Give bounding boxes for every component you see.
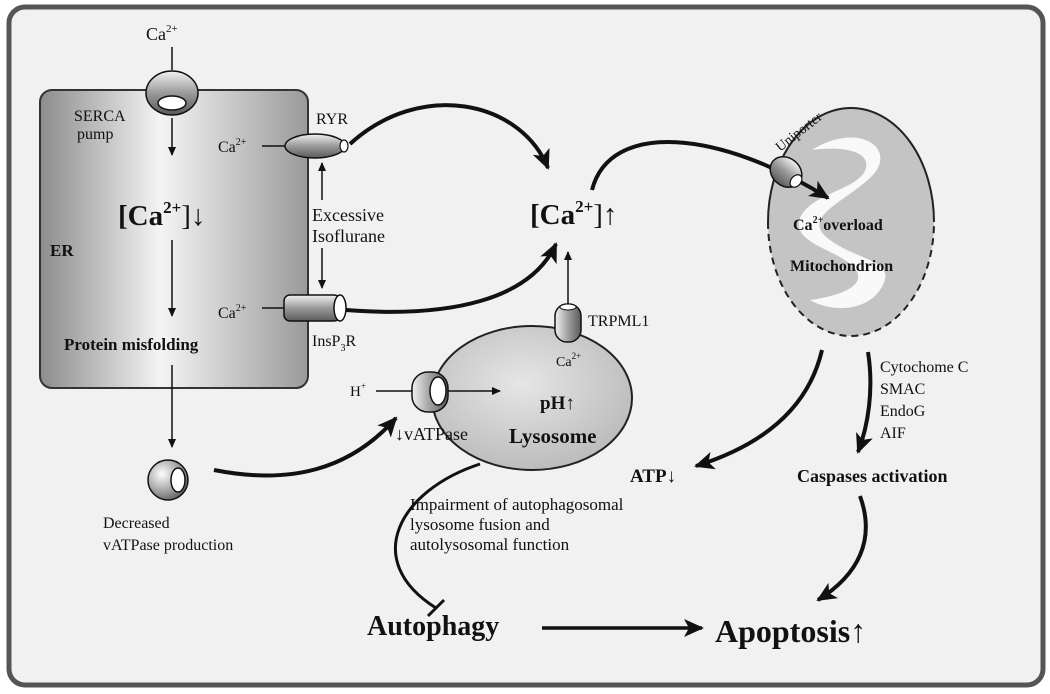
- ca-top-label: Ca2+: [146, 23, 178, 44]
- release-factor-smac: SMAC: [880, 381, 925, 398]
- vesicle-icon: [147, 459, 189, 501]
- ca-ryr-label: Ca2+: [218, 137, 247, 156]
- insp3r-to-cytosol-arrow: [345, 242, 558, 314]
- atp-label: ATP↓: [630, 466, 676, 487]
- uniporter-channel-icon: [769, 155, 803, 189]
- impairment-line2: lysosome fusion and: [410, 515, 550, 534]
- mitochondrion-compartment: [767, 107, 935, 337]
- protein-misfolding-label: Protein misfolding: [64, 335, 199, 354]
- caspases-to-apoptosis-arrow: [816, 495, 868, 602]
- mitochondrion-to-caspases-arrow: [856, 351, 873, 454]
- inhibition-bar: [426, 598, 446, 618]
- calcium-overload-label: Ca2+overload: [793, 215, 883, 234]
- decreased-label-line2: vATPase production: [103, 537, 233, 554]
- serca-pump-icon: [145, 70, 199, 116]
- serca-label-line2: pump: [77, 126, 113, 143]
- release-factor-endog: EndoG: [880, 403, 926, 420]
- ryr-to-cytosol-arrow: [348, 103, 550, 170]
- decreased-label-line1: Decreased: [103, 515, 170, 532]
- serca-label-line1: SERCA: [74, 108, 126, 125]
- lysosome-label: Lysosome: [509, 424, 597, 448]
- mitochondrion-to-atp-arrow: [694, 349, 824, 470]
- er-calcium-concentration: [Ca2+]↓: [118, 198, 205, 232]
- vatpase-label: ↓vATPase: [395, 424, 468, 444]
- impairment-line3: autolysosomal function: [410, 535, 570, 554]
- caspases-activation-label: Caspases activation: [797, 466, 948, 486]
- mitochondrion-label: Mitochondrion: [790, 258, 893, 275]
- release-factor-cytochrome-c: Cytochome C: [880, 359, 968, 376]
- ryr-label: RYR: [316, 111, 348, 128]
- insp3r-label: InsP3R: [312, 333, 356, 354]
- isoflurane-label-line1: Excessive: [312, 205, 384, 225]
- apoptosis-label: Apoptosis↑: [715, 613, 866, 649]
- lysosome-ca-label: Ca2+: [556, 351, 581, 370]
- ca-insp3r-label: Ca2+: [218, 303, 247, 322]
- er-label: ER: [50, 241, 74, 260]
- release-factor-aif: AIF: [880, 425, 906, 442]
- h-ion-label: H+: [350, 381, 366, 400]
- trpml1-label: TRPML1: [588, 313, 649, 330]
- lysosome-inhibits-autophagy-line: [393, 462, 481, 610]
- ryr-channel-icon: [284, 133, 349, 159]
- ph-label: pH↑: [540, 393, 575, 414]
- vatpase-channel-icon: [411, 371, 449, 413]
- trpml1-channel-icon: [554, 303, 582, 343]
- lysosome-compartment: [431, 325, 633, 471]
- insp3r-channel-icon: [283, 294, 347, 322]
- autophagy-label: Autophagy: [367, 611, 499, 642]
- impairment-line1: Impairment of autophagosomal: [410, 495, 624, 514]
- cytosolic-calcium-concentration: [Ca2+]↑: [530, 197, 617, 231]
- decreased-to-vatpase-arrow: [213, 416, 398, 478]
- isoflurane-label-line2: Isoflurane: [312, 226, 385, 246]
